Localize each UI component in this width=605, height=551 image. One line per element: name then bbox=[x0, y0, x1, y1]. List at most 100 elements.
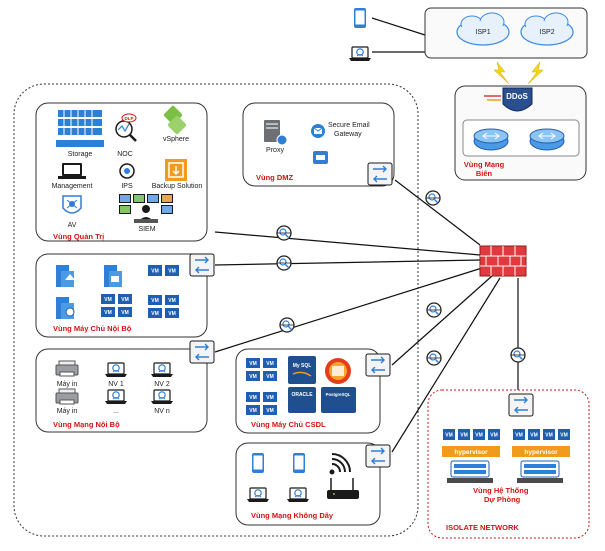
server-icon bbox=[56, 297, 75, 319]
isolate-network-label: ISOLATE NETWORK bbox=[446, 523, 519, 532]
dots-label: ... bbox=[113, 408, 119, 415]
vm-tile-label: VM bbox=[168, 311, 176, 317]
backup-zone-label: Vùng Hệ Thống bbox=[473, 486, 529, 495]
vm-tile-label: VM bbox=[249, 395, 257, 401]
vm-tile-label: VM bbox=[104, 297, 112, 303]
vm-tile bbox=[165, 295, 179, 305]
ids-sensor-icon bbox=[276, 255, 292, 271]
hypervisor-bar: hypervisor bbox=[442, 446, 500, 457]
oracle-db-icon: ORACLE bbox=[288, 387, 316, 413]
ids-sensor-icon bbox=[279, 317, 295, 333]
laptop-icon bbox=[246, 487, 270, 503]
nv2-label: NV 2 bbox=[154, 381, 170, 388]
router-icon bbox=[473, 128, 509, 151]
ips-label: IPS bbox=[121, 183, 133, 190]
wireless-switch-icon bbox=[365, 444, 391, 468]
vm-tile-label: VM bbox=[249, 374, 257, 380]
vm-tile-label: VM bbox=[121, 297, 129, 303]
isp-cloud-group: ISP1 ISP2 bbox=[424, 7, 588, 59]
vm-tile-label: VM bbox=[515, 432, 523, 438]
isolate-network-zone bbox=[427, 389, 590, 539]
admin-zone-label: Vùng Quản Trị bbox=[53, 232, 104, 241]
vm-tile bbox=[263, 405, 277, 415]
remote-laptop-icon bbox=[348, 46, 372, 62]
printer-label: Máy in bbox=[57, 381, 78, 388]
vm-tile-label: VM bbox=[460, 432, 468, 438]
vm-tile bbox=[101, 307, 115, 317]
backup-label: Backup Solution bbox=[152, 183, 203, 190]
hypervisor-bar: hypervisor bbox=[512, 446, 570, 457]
vm-tile bbox=[263, 371, 277, 381]
tablet-icon bbox=[252, 453, 264, 473]
vm-tile-label: VM bbox=[545, 432, 553, 438]
vm-tile bbox=[165, 265, 179, 276]
management-label: Management bbox=[52, 183, 93, 190]
vm-tile bbox=[458, 429, 470, 440]
vm-tile-label: VM bbox=[151, 311, 159, 317]
wireless-zone bbox=[235, 442, 381, 526]
wifi-icon bbox=[329, 453, 351, 475]
vm-tile bbox=[148, 265, 162, 276]
vm-tile bbox=[543, 429, 555, 440]
vm-tile bbox=[473, 429, 485, 440]
remote-phone-icon bbox=[354, 8, 366, 28]
lightning-icon bbox=[493, 61, 544, 85]
network-links bbox=[214, 17, 519, 453]
vm-tile bbox=[443, 429, 455, 440]
dmz-zone-label: Vùng DMZ bbox=[256, 173, 293, 182]
vm-tile-label: VM bbox=[490, 432, 498, 438]
vm-tile bbox=[488, 429, 500, 440]
vm-tile bbox=[528, 429, 540, 440]
oracle-label: ORACLE bbox=[291, 392, 313, 398]
email-gateway-icon bbox=[311, 124, 325, 138]
nvn-label: NV n bbox=[154, 408, 170, 415]
vm-tile-label: VM bbox=[151, 298, 159, 304]
internal-network-boundary bbox=[13, 83, 419, 537]
wireless-zone-label: Vùng Mạng Không Dây bbox=[251, 511, 334, 520]
vm-tile bbox=[246, 371, 260, 381]
vm-tile-label: VM bbox=[104, 310, 112, 316]
tablet-icon bbox=[293, 453, 305, 473]
vm-tile-label: VM bbox=[266, 408, 274, 414]
vm-tile-label: VM bbox=[151, 268, 159, 274]
vm-tile-label: VM bbox=[266, 361, 274, 367]
dmz-zone bbox=[242, 102, 395, 187]
ids-sensor-icon bbox=[425, 190, 441, 206]
ddos-label: DDoS bbox=[506, 92, 528, 101]
printer-icon bbox=[55, 360, 79, 377]
firewall-icon bbox=[479, 245, 527, 277]
storage-label: Storage bbox=[68, 151, 93, 158]
server-icon bbox=[104, 265, 122, 287]
hypervisor-label: hypervisor bbox=[524, 449, 558, 456]
proxy-label: Proxy bbox=[266, 147, 284, 154]
vm-tile-label: VM bbox=[445, 432, 453, 438]
vm-tile-label: VM bbox=[266, 395, 274, 401]
vsphere-label: vSphere bbox=[163, 136, 189, 143]
vm-tile bbox=[148, 308, 162, 318]
storage-icon bbox=[56, 110, 104, 147]
border-zone-label: Vùng Mạng bbox=[464, 160, 505, 169]
servers-zone-label: Vùng Máy Chủ Nội Bộ bbox=[53, 324, 132, 333]
mysql-label: My SQL bbox=[293, 363, 312, 369]
server-icon bbox=[56, 265, 75, 287]
vm-tile bbox=[246, 405, 260, 415]
workstation-icon bbox=[150, 362, 174, 378]
vm-tile-label: VM bbox=[475, 432, 483, 438]
servers-switch-icon bbox=[189, 253, 215, 277]
hypervisor-vm-grid: VM VM VM VM bbox=[443, 429, 500, 440]
vm-tile bbox=[118, 294, 132, 304]
internal-zone-label: Vùng Mạng Nội Bộ bbox=[53, 420, 120, 429]
db-zone-label: Vùng Máy Chủ CSDL bbox=[251, 420, 326, 429]
dlp-label: DLP bbox=[125, 116, 134, 121]
isp1-label: ISP1 bbox=[475, 29, 490, 36]
vm-tile bbox=[118, 307, 132, 317]
isp2-cloud: ISP2 bbox=[520, 12, 574, 46]
vm-tile-label: VM bbox=[168, 298, 176, 304]
vm-tile-label: VM bbox=[560, 432, 568, 438]
